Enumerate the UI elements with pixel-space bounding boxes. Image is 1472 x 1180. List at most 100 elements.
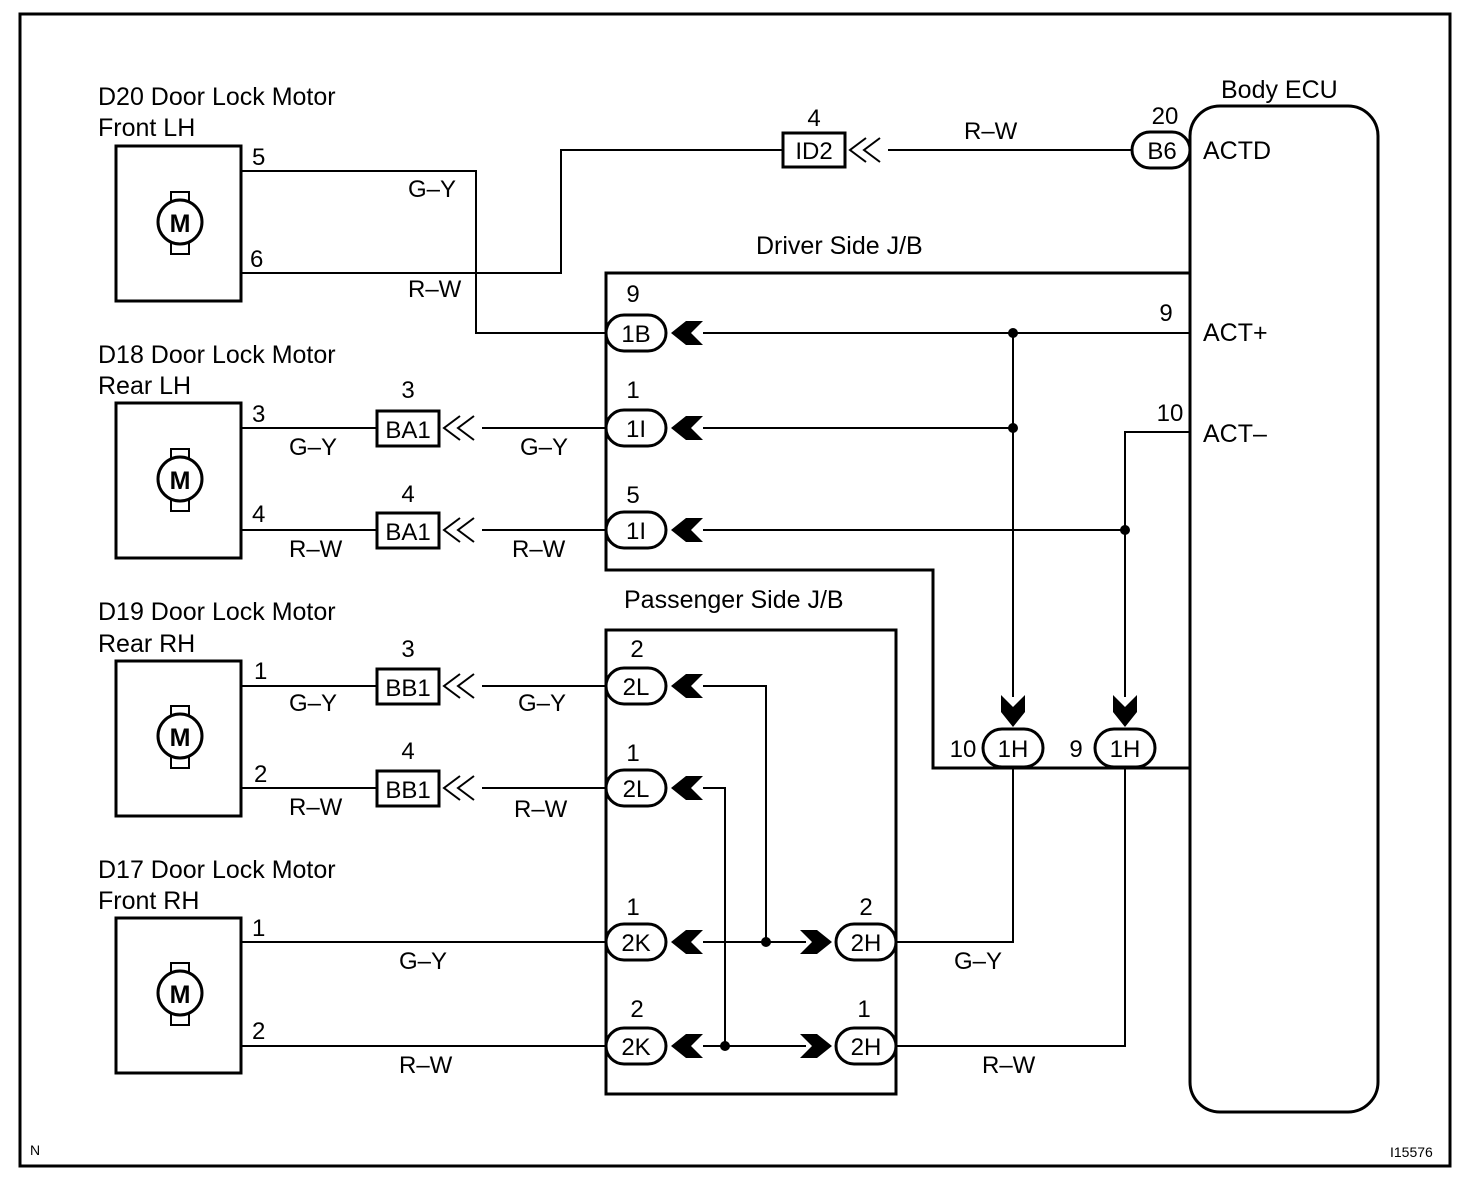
svg-text:1: 1 bbox=[626, 740, 639, 767]
svg-text:BB1: BB1 bbox=[385, 777, 430, 804]
svg-text:9: 9 bbox=[626, 281, 639, 308]
svg-text:10: 10 bbox=[1157, 400, 1184, 427]
passenger-jb-outline bbox=[604, 628, 898, 1096]
ecu-terminal-act-plus: ACT+ bbox=[1203, 319, 1268, 347]
wire-color-label: R–W bbox=[289, 536, 343, 563]
connector-2k-bottom: 2K bbox=[604, 1026, 703, 1066]
svg-text:1I: 1I bbox=[626, 416, 646, 443]
wire-color-label: R–W bbox=[512, 536, 566, 563]
motor-d20-name: D20 Door Lock Motor bbox=[98, 83, 336, 111]
ecu-terminal-act-minus: ACT– bbox=[1203, 420, 1267, 448]
motor-d19: M bbox=[114, 659, 243, 818]
connector-b6: B6 bbox=[1130, 130, 1192, 170]
svg-text:2K: 2K bbox=[621, 930, 650, 957]
wire-color-label: R–W bbox=[982, 1052, 1036, 1079]
connector-2l-top: 2L bbox=[604, 666, 703, 706]
svg-text:1H: 1H bbox=[998, 736, 1029, 763]
connector-bb1-bottom: BB1 bbox=[375, 769, 475, 808]
connector-2h-bottom: 2H bbox=[800, 1026, 898, 1066]
svg-text:5: 5 bbox=[626, 482, 639, 509]
connector-1h-left: 1H bbox=[981, 695, 1045, 769]
svg-text:9: 9 bbox=[1069, 736, 1082, 763]
connector-id2: ID2 bbox=[781, 131, 881, 169]
svg-text:1B: 1B bbox=[621, 321, 650, 348]
motor-d19-position: Rear RH bbox=[98, 630, 195, 658]
wire-color-label: G–Y bbox=[399, 948, 447, 975]
svg-text:2H: 2H bbox=[851, 930, 882, 957]
motor-d18-name: D18 Door Lock Motor bbox=[98, 341, 336, 369]
figure-id: I15576 bbox=[1390, 1144, 1433, 1160]
svg-text:10: 10 bbox=[950, 736, 977, 763]
wire-color-label: G–Y bbox=[408, 176, 456, 203]
connector-2l-bottom: 2L bbox=[604, 768, 703, 808]
svg-text:2H: 2H bbox=[851, 1034, 882, 1061]
connector-1b: 1B bbox=[604, 313, 703, 353]
svg-text:4: 4 bbox=[401, 738, 414, 765]
wire-color-label: G–Y bbox=[520, 434, 568, 461]
connector-1i-top: 1I bbox=[604, 408, 703, 448]
svg-text:3: 3 bbox=[401, 377, 414, 404]
connector-1i-bottom: 1I bbox=[604, 510, 703, 550]
svg-text:BA1: BA1 bbox=[385, 519, 430, 546]
wire-color-label: R–W bbox=[514, 796, 568, 823]
svg-text:4: 4 bbox=[401, 481, 414, 508]
motor-symbol: M bbox=[170, 467, 191, 495]
svg-text:BB1: BB1 bbox=[385, 675, 430, 702]
svg-text:5: 5 bbox=[252, 144, 265, 171]
svg-text:1: 1 bbox=[626, 377, 639, 404]
passenger-jb-title: Passenger Side J/B bbox=[624, 586, 844, 614]
connector-bb1-top: BB1 bbox=[375, 667, 475, 706]
wire-color-label: R–W bbox=[408, 276, 462, 303]
svg-text:1H: 1H bbox=[1110, 736, 1141, 763]
connector-ba1-top: BA1 bbox=[375, 409, 475, 448]
connector-2k-top: 2K bbox=[604, 922, 703, 962]
motor-d19-name: D19 Door Lock Motor bbox=[98, 598, 336, 626]
wire-color-label: R–W bbox=[399, 1052, 453, 1079]
connector-1h-right: 1H bbox=[1093, 695, 1157, 769]
svg-text:1I: 1I bbox=[626, 518, 646, 545]
driver-jb-title: Driver Side J/B bbox=[756, 232, 923, 260]
body-ecu-title: Body ECU bbox=[1221, 76, 1338, 104]
connector-2h-top: 2H bbox=[800, 922, 898, 962]
wire-color-label: G–Y bbox=[289, 434, 337, 461]
motor-d18: M bbox=[114, 401, 243, 560]
svg-text:4: 4 bbox=[807, 105, 820, 132]
svg-text:2L: 2L bbox=[623, 776, 650, 803]
svg-text:1: 1 bbox=[252, 915, 265, 942]
wire-color-label: G–Y bbox=[954, 948, 1002, 975]
svg-text:3: 3 bbox=[401, 636, 414, 663]
motor-d18-position: Rear LH bbox=[98, 372, 191, 400]
motor-d17: M bbox=[114, 916, 243, 1075]
motor-d17-position: Front RH bbox=[98, 887, 199, 915]
connector-ba1-bottom: BA1 bbox=[375, 511, 475, 550]
driver-jb-outline bbox=[604, 271, 1190, 770]
svg-text:2K: 2K bbox=[621, 1034, 650, 1061]
motor-d20-position: Front LH bbox=[98, 114, 195, 142]
wire-color-label: G–Y bbox=[518, 690, 566, 717]
motor-symbol: M bbox=[170, 981, 191, 1009]
svg-text:2: 2 bbox=[630, 636, 643, 663]
wire-color-label: R–W bbox=[289, 794, 343, 821]
body-ecu-box bbox=[1188, 104, 1380, 1114]
svg-text:4: 4 bbox=[252, 501, 265, 528]
ecu-terminal-actd: ACTD bbox=[1203, 137, 1271, 165]
svg-text:1: 1 bbox=[626, 894, 639, 921]
wire-color-label: G–Y bbox=[289, 690, 337, 717]
svg-text:2: 2 bbox=[630, 996, 643, 1023]
motor-d17-name: D17 Door Lock Motor bbox=[98, 856, 336, 884]
junction-dots bbox=[720, 328, 1130, 1051]
svg-text:B6: B6 bbox=[1147, 138, 1176, 165]
corner-mark-left: N bbox=[30, 1142, 40, 1158]
svg-text:3: 3 bbox=[252, 401, 265, 428]
svg-text:2: 2 bbox=[254, 761, 267, 788]
svg-text:1: 1 bbox=[857, 996, 870, 1023]
svg-text:BA1: BA1 bbox=[385, 417, 430, 444]
diagram-frame bbox=[18, 12, 1452, 1168]
svg-text:2: 2 bbox=[252, 1018, 265, 1045]
motor-symbol: M bbox=[170, 724, 191, 752]
svg-text:6: 6 bbox=[250, 246, 263, 273]
wire-color-label: R–W bbox=[964, 118, 1018, 145]
svg-text:9: 9 bbox=[1159, 300, 1172, 327]
svg-text:2: 2 bbox=[859, 894, 872, 921]
svg-text:2L: 2L bbox=[623, 674, 650, 701]
